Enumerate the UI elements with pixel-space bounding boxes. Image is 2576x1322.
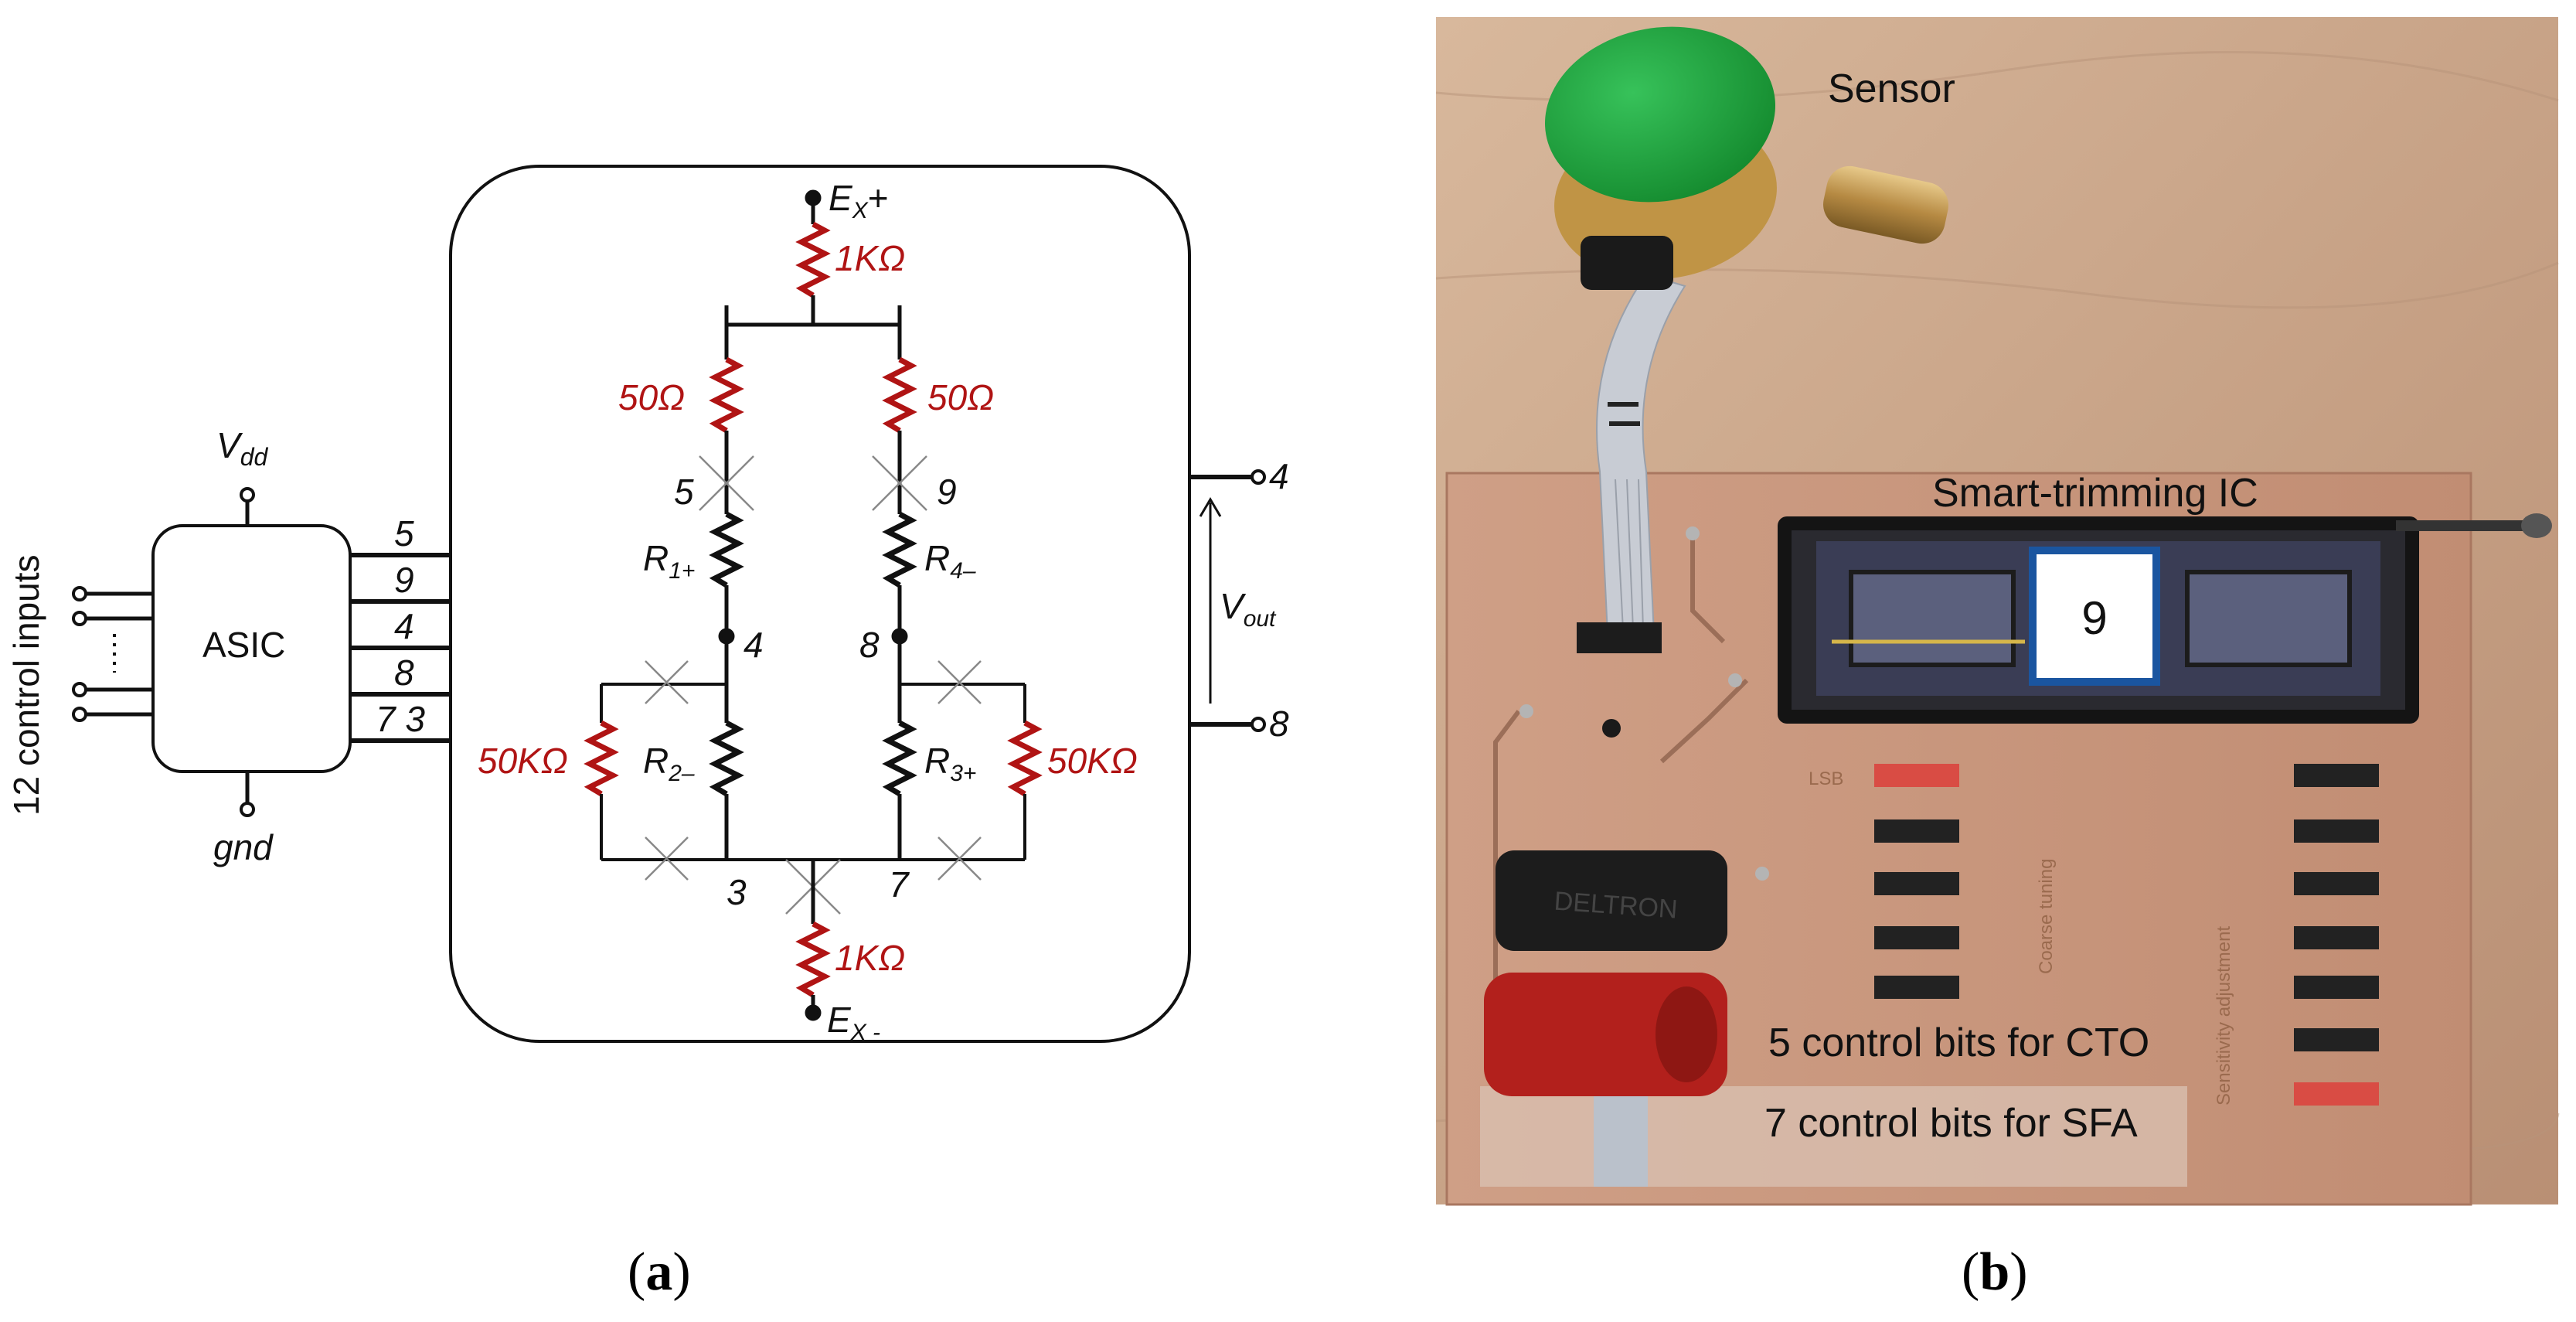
- cto-label: 5 control bits for CTO: [1768, 1020, 2149, 1065]
- r-top-1k-label: 1KΩ: [835, 238, 905, 278]
- bus-label-9: 9: [394, 560, 414, 600]
- gnd-label: gnd: [213, 827, 274, 867]
- bus-label-5: 5: [394, 513, 414, 554]
- coarse-tuning-label: Coarse tuning: [2036, 859, 2057, 974]
- dip-switches-sensitivity: [2294, 764, 2379, 1106]
- resistor-50k-right: [1007, 720, 1043, 797]
- r-left-50-label: 50Ω: [618, 377, 685, 417]
- panel-a-labels: ASIC Vdd gnd 12 control inputs 5 9 4 8 7…: [6, 178, 1289, 1302]
- switch-9-x: [872, 455, 927, 511]
- resistor-50-right: [882, 356, 917, 434]
- node-9-label: 9: [937, 472, 957, 512]
- bus-label-4: 4: [394, 606, 414, 646]
- sensor-green-cap: [1545, 26, 1775, 203]
- asic-output-bus: [350, 553, 451, 743]
- resistor-r4: [882, 511, 917, 588]
- dip-switches-coarse: [1874, 764, 1959, 999]
- switch-5-x: [699, 455, 754, 511]
- black-connector: [1496, 850, 1727, 951]
- ex-minus-label: EX -: [827, 1000, 880, 1045]
- ex-plus-label: EX+: [829, 178, 889, 223]
- r4-label: R4–: [924, 538, 976, 584]
- out-4-label: 4: [1269, 456, 1289, 496]
- out-8-terminal: [1251, 717, 1266, 732]
- bridge-enclosure: [449, 165, 1191, 1043]
- resistor-r2: [709, 720, 744, 797]
- resistor-r3: [882, 720, 917, 797]
- ribbon-cable-lower: [1594, 1086, 1648, 1187]
- control-inputs-label: 12 control inputs: [6, 554, 46, 816]
- lsb-label: LSB: [1809, 768, 1843, 789]
- node-3-label: 3: [727, 872, 747, 912]
- chip-number: 9: [2081, 592, 2107, 644]
- node-7-label: 7: [889, 864, 910, 905]
- node-4-dot: [718, 628, 735, 645]
- r-right-50k-label: 50KΩ: [1047, 741, 1138, 781]
- sensor-probe: [1823, 165, 1948, 244]
- switch-x-marks-lower: [645, 660, 982, 915]
- sensor-label: Sensor: [1828, 66, 1955, 111]
- node-8-dot: [891, 628, 908, 645]
- node-4-label: 4: [744, 625, 764, 665]
- sensitivity-label: Sensitivity adjustment: [2214, 926, 2234, 1106]
- out-4-terminal: [1251, 469, 1266, 485]
- panel-a-schematic: [72, 165, 1266, 1043]
- asic-label: ASIC: [202, 625, 285, 665]
- resistor-50-left: [709, 356, 744, 434]
- smart-trimming-ic-label: Smart-trimming IC: [1932, 471, 2258, 516]
- vdd-label: Vdd: [216, 425, 268, 471]
- r1-label: R1+: [643, 538, 695, 584]
- r-bottom-1k-label: 1KΩ: [835, 938, 905, 978]
- panel-b-photo: 9 DELTRON LSB Coarse tuning: [1435, 17, 2560, 1302]
- node-8-label: 8: [859, 625, 880, 665]
- sfa-label: 7 control bits for SFA: [1764, 1101, 2138, 1146]
- node-5-label: 5: [674, 472, 694, 512]
- r3-label: R3+: [924, 741, 976, 786]
- ex-minus-terminal: [805, 1004, 822, 1021]
- vout-label: Vout: [1220, 586, 1277, 632]
- r-right-50-label: 50Ω: [927, 377, 994, 417]
- caption-b: (b): [1962, 1242, 2028, 1302]
- resistor-bottom-1k: [795, 921, 831, 998]
- caption-a: (a): [628, 1242, 691, 1302]
- resistor-50k-left: [584, 720, 619, 797]
- vdd-terminal: [240, 487, 255, 503]
- chip-label-box: [2029, 547, 2160, 686]
- resistor-top-1k: [795, 221, 831, 298]
- gnd-terminal: [240, 802, 255, 817]
- resistor-r1: [709, 511, 744, 588]
- out-8-label: 8: [1269, 704, 1289, 744]
- bus-label-73: 7 3: [376, 699, 425, 739]
- r-left-50k-label: 50KΩ: [478, 741, 568, 781]
- r2-label: R2–: [643, 741, 695, 786]
- ribbon-connector: [1577, 622, 1662, 653]
- bus-label-8: 8: [394, 652, 414, 693]
